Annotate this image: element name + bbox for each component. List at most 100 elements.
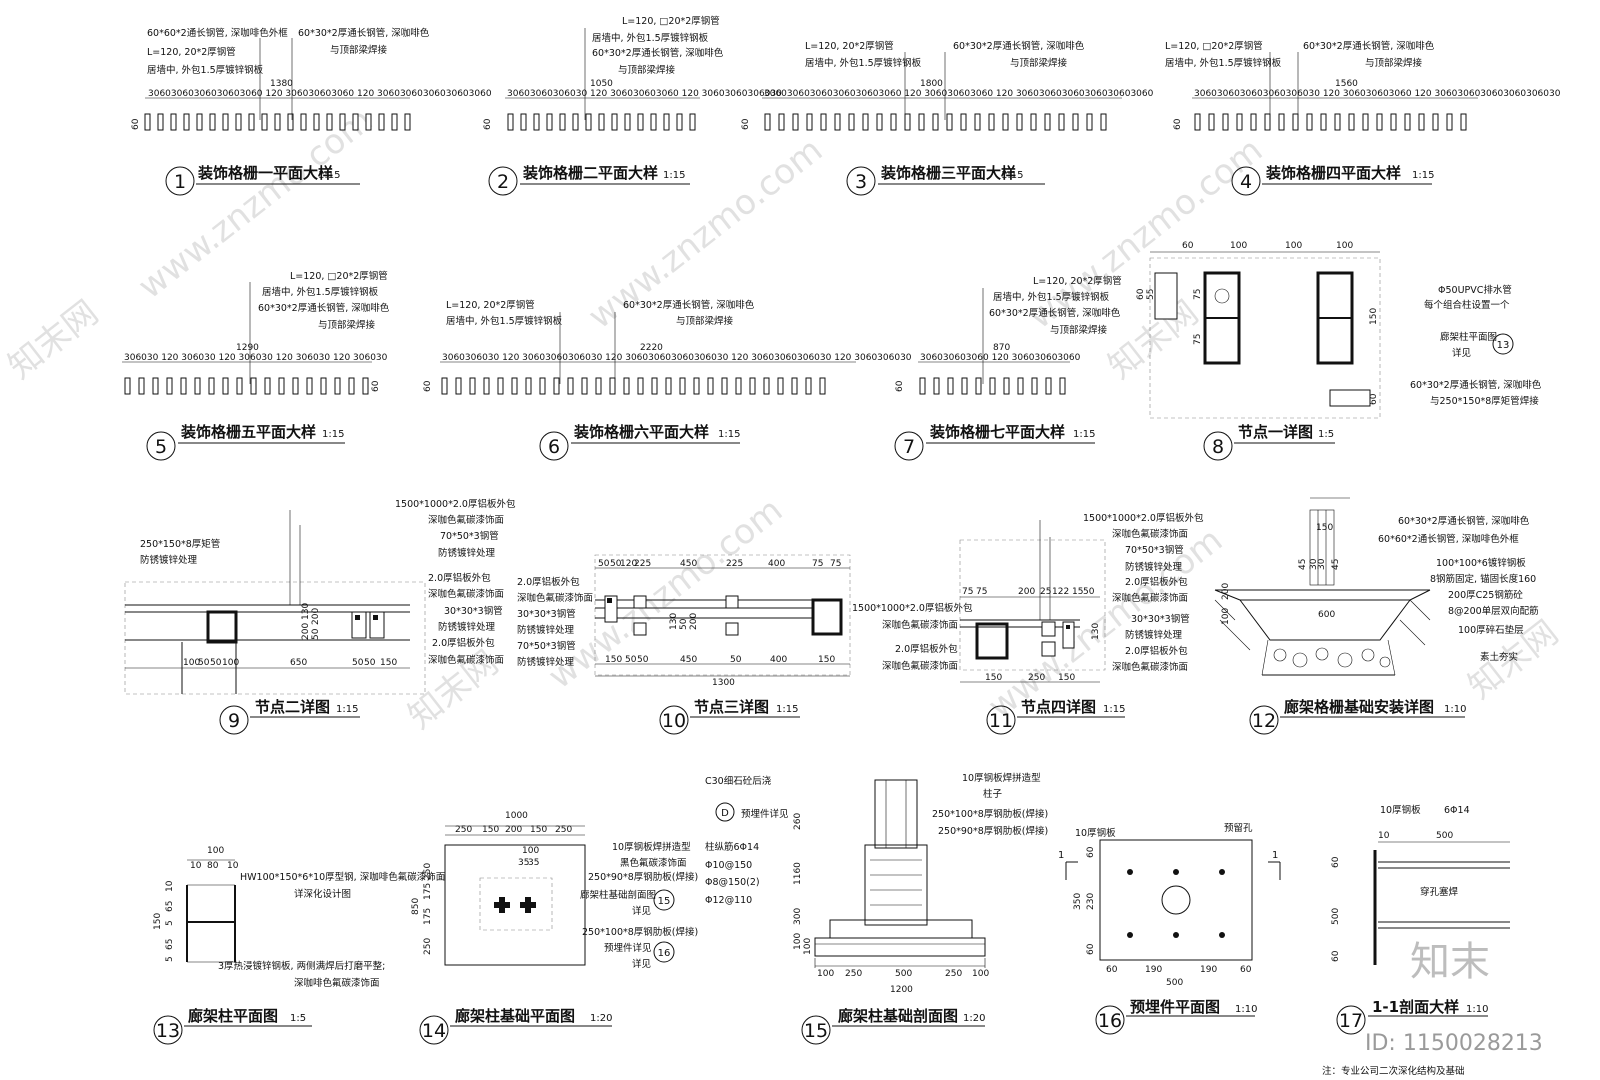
cut-label: 1 [1058,850,1064,861]
detail-scale: 1:5 [1318,429,1334,440]
grille-bar [890,113,897,131]
detail-title: 装饰格栅三平面大样 [880,164,1016,182]
dim: 75 [976,587,987,597]
detail-title: 廊架柱基础剖面图 [838,1007,958,1025]
grille-bar [1058,113,1065,131]
grille-bar [1072,113,1079,131]
grille-bar [264,377,271,395]
grille-bar [834,113,841,131]
title-block: 17 1-1剖面大样 1:10 [1336,998,1488,1035]
grille-bar [876,113,883,131]
bolt-holes [1127,869,1225,938]
title-block: 16 预埋件平面图 1:10 [1095,998,1257,1035]
grille-bar [1334,113,1341,131]
grille-bar [166,377,173,395]
dim: 500 [1436,831,1453,841]
note: 深咖啡色氟碳漆饰面 [294,977,380,989]
dim: 100 [793,933,803,950]
grille-bar [1278,113,1285,131]
title-block: 8 节点一详图 1:5 [1203,423,1335,461]
footer-note: 注：专业公司二次深化结构及基础 [1322,1065,1465,1077]
note: 黑色氟碳漆饰面 [620,857,687,869]
note: 1500*1000*2.0厚铝板外包 [395,498,516,510]
note: 防锈镀锌处理 [517,624,575,636]
grille-bar [559,113,566,131]
dim: 50 [210,658,222,668]
grille-bar [806,113,813,131]
note: HW100*150*6*10厚型钢, 深咖啡色氟碳漆饰面 [240,871,445,883]
note: 250*100*8厚钢肋板(焊接) [932,808,1048,820]
grille-bar [1292,113,1299,131]
note: 廊架柱平面图 [1440,331,1497,343]
detail-number-circle [153,1015,183,1045]
grille-bar [208,377,215,395]
grille-bar [1194,113,1201,131]
detail-title: 装饰格栅七平面大样 [929,423,1065,441]
note: 200厚C25钢筋砼 [1448,589,1523,601]
grille-bar [170,113,177,131]
grille-bar [194,377,201,395]
dim: 50 [679,618,689,630]
dim-span: 1800 [920,79,943,89]
dim: 600 [1318,610,1335,620]
grille-bar [404,113,411,131]
note: L=120, 20*2厚钢管 [446,299,535,311]
note: L=120, 20*2厚钢管 [1033,275,1122,287]
note: 30*30*3钢管 [1131,613,1190,625]
detail-number: 17 [1339,1010,1363,1032]
dim: 150 [605,655,622,665]
dim: 1300 [712,678,735,688]
grille-bar [918,113,925,131]
detail-number-circle [986,705,1016,735]
note: 详见 [632,905,651,917]
dim-chain: 3060306030603060306030 120 306030603060 … [1194,89,1561,99]
grille-bar [679,377,686,395]
grille-bar [848,113,855,131]
note: 与顶部梁焊接 [1050,324,1108,336]
dim: 60 [1106,965,1118,975]
grille-bar [763,377,770,395]
dim: 225 [634,559,651,569]
grille-bar [365,113,372,131]
dim: 200 [1221,583,1231,600]
dim: 50 [1083,587,1095,597]
dim: 850 [411,898,421,915]
dim: 100 [817,969,834,979]
grille-bar [326,113,333,131]
note: C30细石砼后浇 [705,775,772,787]
dim: 230 [1086,893,1096,910]
note: 70*50*3钢管 [440,530,499,542]
note: 详深化设计图 [294,888,351,900]
dim: 400 [768,559,785,569]
grille-bar [609,377,616,395]
dim: 450 [680,559,697,569]
detail-scale: 1:15 [336,704,358,715]
grille-bar [663,113,670,131]
note: 250*90*8厚钢肋板(焊接) [938,825,1048,837]
dim-chain: 3060306030 120 30603060306030 120 306030… [442,353,912,363]
detail-scale: 1:15 [1001,170,1023,181]
grille-bar [124,377,131,395]
grille-bar [334,377,341,395]
note: 详见 [632,958,651,970]
grille-bar [1045,377,1052,395]
note: 2.0厚铝板外包 [1125,576,1188,588]
grille-bar [1059,377,1066,395]
detail-scale: 1:10 [1466,1004,1488,1015]
grille-bar [819,377,826,395]
detail-4-grille-plan: 3060306030603060306030 120 306030603060 … [1165,40,1561,196]
grille-bar [1320,113,1327,131]
grille-bar [904,113,911,131]
grille-bar [300,113,307,131]
note: 防锈镀锌处理 [140,554,198,566]
grille-bar [222,113,229,131]
dim: 350 [1073,893,1083,910]
note: 10厚钢板 [1075,827,1116,839]
grille-bar [292,377,299,395]
note: Φ8@150(2) [705,877,760,888]
dim: 80 [207,861,219,871]
grille-bar [352,113,359,131]
dim: 100 [183,658,200,668]
title-block: 6 装饰格栅六平面大样 1:15 [539,423,740,461]
detail-number-circle [488,166,518,196]
